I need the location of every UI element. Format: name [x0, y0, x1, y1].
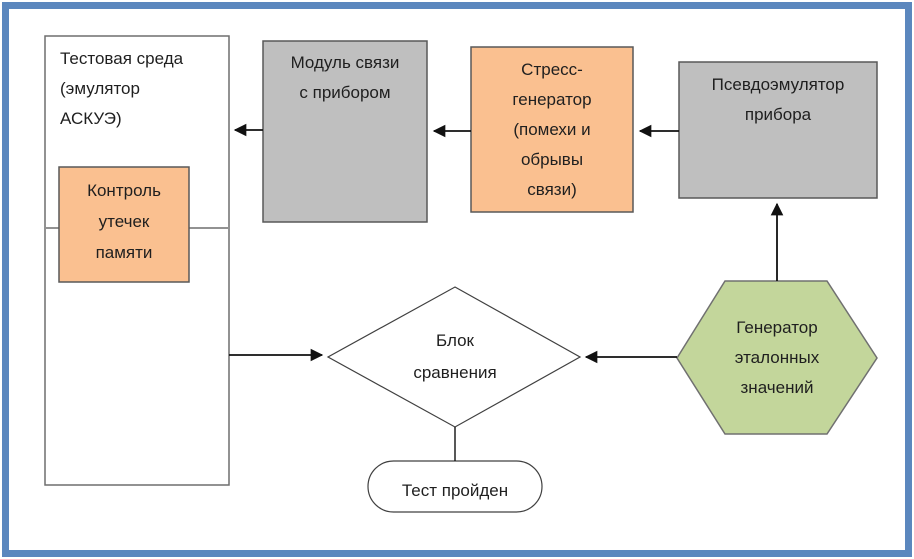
compare-block-diamond	[326, 286, 582, 428]
stress-gen-box	[470, 46, 634, 213]
comm-module-box	[262, 40, 428, 223]
ref-generator-hexagon	[676, 280, 878, 435]
pseudo-emulator-box	[678, 61, 878, 199]
test-passed-stadium	[367, 460, 543, 513]
memory-leak-box	[58, 166, 190, 283]
